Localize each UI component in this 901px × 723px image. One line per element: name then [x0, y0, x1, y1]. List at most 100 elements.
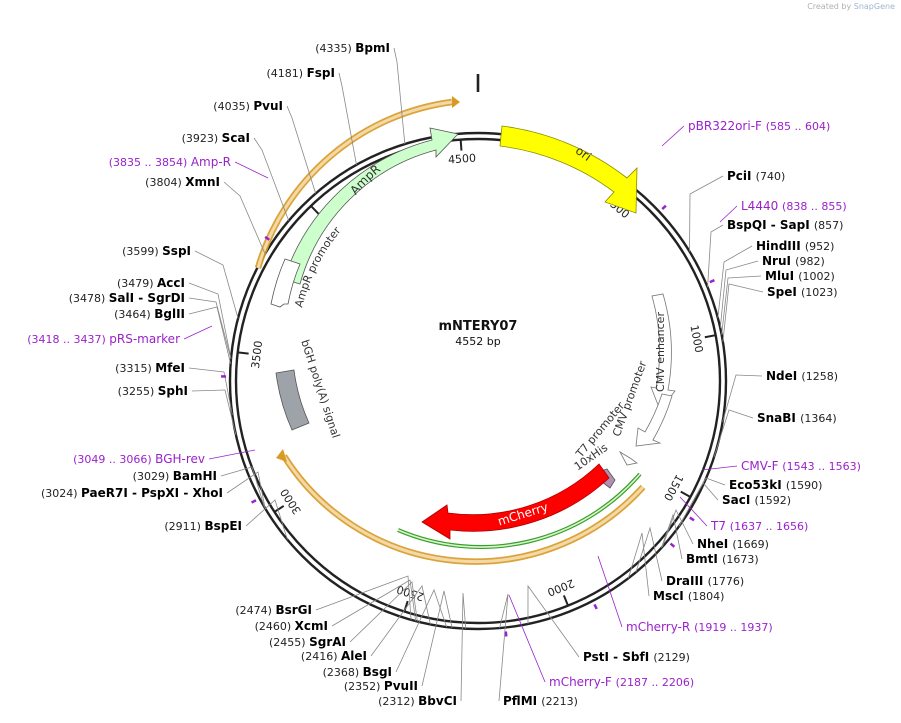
orf-arc-bottom-inner — [282, 455, 645, 564]
primer-range: (1919 .. 1937) — [694, 621, 773, 634]
ruler-tick-label: 1500 — [661, 472, 686, 503]
site-leader-line — [226, 471, 266, 509]
credit-prefix: Created by — [807, 2, 852, 11]
primer-range: (3835 .. 3854) — [109, 156, 191, 169]
ori-feature — [499, 125, 638, 214]
site-position: (2213) — [541, 695, 578, 708]
site-leader-line — [245, 499, 288, 540]
site-name: NdeI — [766, 369, 801, 383]
site-name: ScaI — [222, 131, 250, 145]
site-label: (2352) PvuII — [344, 679, 418, 693]
site-name: SspI — [162, 244, 191, 258]
ruler-tick-label: 2000 — [545, 576, 576, 598]
site-label: (3029) BamHI — [133, 469, 217, 483]
site-leader-line — [722, 374, 763, 423]
primer-label: pBR322ori-F (585 .. 604) — [688, 119, 830, 133]
site-leader-line — [527, 584, 580, 658]
site-name: PvuII — [384, 679, 418, 693]
site-leader-line — [707, 224, 724, 288]
site-name: MscI — [653, 589, 688, 603]
site-label: MluI (1002) — [765, 269, 835, 283]
site-label: (3479) AccI — [117, 276, 185, 290]
primer-labels: pBR322ori-F (585 .. 604) L4440 (838 .. 85… — [27, 119, 861, 689]
site-name: BsgI — [363, 665, 392, 679]
site-label: MscI (1804) — [653, 589, 724, 603]
site-name: BamHI — [173, 469, 217, 483]
site-position: (1258) — [801, 370, 838, 383]
primer-ticks — [183, 125, 738, 683]
site-name: HindIII — [756, 239, 805, 253]
ruler-tick-label: 3500 — [249, 340, 265, 369]
ruler-tick — [562, 595, 569, 607]
site-name: PflMI — [503, 694, 541, 708]
site-label: (4335) BpmI — [315, 41, 390, 55]
site-name: SpeI — [767, 285, 801, 299]
backbone-outer-circle — [228, 131, 728, 631]
site-label: PciI (740) — [727, 169, 785, 183]
site-leader-line — [661, 513, 683, 560]
site-name: MfeI — [155, 361, 185, 375]
site-position: (2312) — [378, 695, 418, 708]
primer-leader-line — [597, 555, 623, 628]
site-position: (1592) — [755, 494, 792, 507]
site-leader-line — [717, 245, 753, 319]
primer-name: mCherry-R — [626, 620, 694, 634]
site-label: NdeI (1258) — [766, 369, 838, 383]
ruler-tick-label: 4500 — [448, 152, 477, 167]
site-leader-line — [220, 466, 265, 507]
primer-name: CMV-F — [741, 459, 782, 473]
site-label: SacI (1592) — [722, 493, 791, 507]
cmv-promoter-feature — [635, 393, 673, 447]
site-leader-line — [188, 367, 233, 415]
site-position: (1002) — [798, 270, 835, 283]
ruler-tick — [680, 490, 691, 498]
plasmid-length: 4552 bp — [455, 335, 500, 348]
primer-leader-line — [719, 205, 738, 223]
primer-range: (1637 .. 1656) — [730, 520, 809, 533]
site-leader-line — [719, 260, 759, 329]
ruler-tick-label: 2500 — [395, 582, 426, 603]
credit-brand: SnapGene — [853, 2, 895, 11]
site-position: (1776) — [708, 575, 745, 588]
site-position: (2460) — [255, 620, 295, 633]
site-position: (4035) — [213, 100, 253, 113]
primer-name: pRS-marker — [109, 332, 180, 346]
site-label: BspQI - SapI (857) — [727, 218, 843, 232]
primer-tick — [593, 603, 598, 610]
site-name: DraIII — [666, 574, 708, 588]
site-labels: (4335) BpmI(4181) FspI(4035) PvuI(3923) … — [41, 41, 844, 708]
site-name: NheI — [697, 537, 732, 551]
plasmid-name: mNTERY07 — [439, 319, 518, 334]
primer-leader-line — [701, 465, 738, 471]
primer-label: mCherry-F (2187 .. 2206) — [549, 675, 694, 689]
mcherry-feature — [421, 463, 610, 540]
site-name: PvuI — [253, 99, 283, 113]
primer-label: mCherry-R (1919 .. 1937) — [626, 620, 773, 634]
site-leader-line — [678, 482, 719, 527]
ampr-promoter-feature — [270, 258, 301, 308]
site-name: BpmI — [355, 41, 390, 55]
site-leader-line — [395, 588, 447, 673]
site-position: (3024) — [41, 487, 81, 500]
primer-tick — [264, 235, 270, 241]
site-leader-line — [188, 306, 231, 364]
site-position: (2416) — [301, 650, 341, 663]
site-position: (1590) — [786, 479, 823, 492]
site-leader-line — [194, 250, 239, 319]
site-label: (4035) PvuI — [213, 99, 283, 113]
ruler-tick — [310, 205, 320, 215]
primer-tick — [661, 204, 667, 210]
site-position: (3479) — [117, 277, 157, 290]
primer-label: (3835 .. 3854) Amp-R — [109, 155, 231, 169]
site-leader-line — [498, 593, 509, 702]
site-label: (3478) SalI - SgrDI — [69, 291, 185, 305]
ruler-tick — [459, 139, 463, 151]
primer-tick — [669, 542, 676, 548]
site-leader-line — [628, 532, 650, 597]
site-position: (1804) — [688, 590, 725, 603]
primer-tick — [250, 499, 257, 504]
backbone-inner-circle — [234, 137, 722, 625]
primer-label: L4440 (838 .. 855) — [741, 199, 847, 213]
snapgene-credit: Created by SnapGene — [807, 2, 895, 11]
